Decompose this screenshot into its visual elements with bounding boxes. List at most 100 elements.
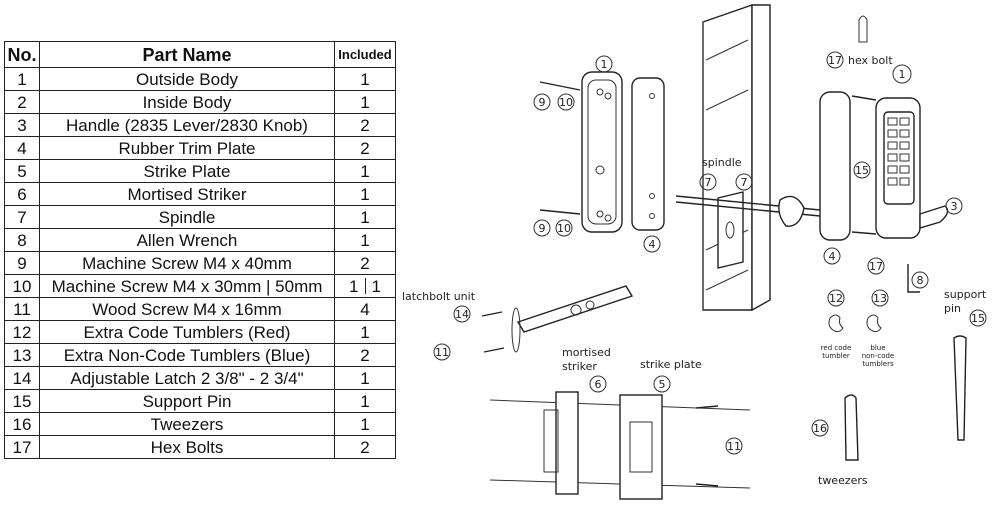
header-no: No.	[4, 41, 40, 68]
callout-16: 16	[813, 422, 827, 435]
label-blue-tumbler-line2: non-code	[862, 352, 895, 360]
row-included: 1	[334, 67, 396, 91]
row-no: 5	[4, 159, 40, 183]
label-support-line1: support	[944, 288, 987, 301]
row-included: 2	[334, 343, 396, 367]
callout-7-left: 7	[705, 176, 712, 189]
row-included: 1	[334, 90, 396, 114]
callout-6: 6	[595, 378, 602, 391]
keypad-buttons	[887, 117, 910, 186]
row-no: 13	[4, 343, 40, 367]
outside-body-part	[778, 15, 949, 293]
label-mortised-line2: striker	[562, 360, 597, 373]
row-part-name: Machine Screw M4 x 30mm | 50mm	[39, 274, 335, 298]
row-part-name: Mortised Striker	[39, 182, 335, 206]
callout-4-right: 4	[829, 250, 836, 263]
row-part-name: Adjustable Latch 2 3/8" - 2 3/4"	[39, 366, 335, 390]
callout-14: 14	[455, 308, 469, 321]
callout-11-left: 11	[435, 346, 449, 359]
callout-1: 1	[899, 68, 906, 81]
row-part-name: Support Pin	[39, 389, 335, 413]
row-no: 6	[4, 182, 40, 206]
door-illustration	[702, 4, 771, 312]
row-included: 2	[334, 251, 396, 275]
table-header-row: No. Part Name Included	[4, 41, 396, 68]
row-included: 2	[334, 435, 396, 459]
callout-9-bottom: 9	[539, 222, 546, 235]
callout-13: 13	[873, 292, 887, 305]
accessory-parts	[828, 314, 967, 461]
row-included: 1	[334, 205, 396, 229]
label-hex-bolt: hex bolt	[848, 54, 893, 67]
row-part-name: Rubber Trim Plate	[39, 136, 335, 160]
row-included: 1	[334, 389, 396, 413]
row-no: 9	[4, 251, 40, 275]
row-no: 4	[4, 136, 40, 160]
row-no: 2	[4, 90, 40, 114]
callout-2: 1	[601, 58, 608, 71]
row-included-b: 1	[371, 276, 381, 296]
label-blue-tumbler-line3: tumblers	[862, 360, 894, 368]
row-part-name: Inside Body	[39, 90, 335, 114]
row-no: 12	[4, 320, 40, 344]
callout-10-bottom: 10	[557, 222, 571, 235]
callout-8: 8	[917, 274, 924, 287]
callout-5: 5	[659, 378, 666, 391]
row-included: 1	[334, 366, 396, 390]
row-included: 2	[334, 113, 396, 137]
header-included: Included	[334, 41, 396, 68]
label-mortised-line1: mortised	[562, 346, 611, 359]
row-part-name: Machine Screw M4 x 40mm	[39, 251, 335, 275]
inside-body-part	[539, 71, 665, 233]
label-blue-tumbler-line1: blue	[870, 344, 885, 352]
row-included: 1	[334, 228, 396, 252]
label-latchbolt-unit: latchbolt unit	[402, 290, 476, 303]
row-part-name: Hex Bolts	[39, 435, 335, 459]
row-part-name: Allen Wrench	[39, 228, 335, 252]
callout-12: 12	[829, 292, 843, 305]
callout-10-top: 10	[559, 96, 573, 109]
label-support-line2: pin	[944, 302, 961, 315]
row-no: 7	[4, 205, 40, 229]
callout-9-top: 9	[539, 96, 546, 109]
exploded-assembly-diagram: 1 9 10 9 10 4 7 7 1 17 15 3 4 17 8 12 13…	[402, 4, 987, 500]
row-no: 3	[4, 113, 40, 137]
latchbolt-unit-part	[481, 285, 634, 353]
row-part-name: Strike Plate	[39, 159, 335, 183]
row-no: 8	[4, 228, 40, 252]
label-spindle: spindle	[702, 156, 742, 169]
row-included: 1	[334, 320, 396, 344]
striker-assembly	[489, 391, 751, 500]
header-part-name: Part Name	[39, 41, 335, 68]
row-included-a: 1	[349, 276, 359, 296]
row-part-name: Extra Non-Code Tumblers (Blue)	[39, 343, 335, 367]
row-no: 14	[4, 366, 40, 390]
row-part-name: Handle (2835 Lever/2830 Knob)	[39, 113, 335, 137]
row-no: 15	[4, 389, 40, 413]
label-tweezers: tweezers	[818, 474, 868, 487]
row-no: 10	[4, 274, 40, 298]
row-part-name: Tweezers	[39, 412, 335, 436]
row-no: 11	[4, 297, 40, 321]
row-included: 1	[334, 159, 396, 183]
row-no: 17	[4, 435, 40, 459]
label-strike-plate: strike plate	[640, 358, 702, 371]
callout-11-right: 11	[727, 440, 741, 453]
row-part-name: Spindle	[39, 205, 335, 229]
callout-7-right: 7	[741, 176, 748, 189]
